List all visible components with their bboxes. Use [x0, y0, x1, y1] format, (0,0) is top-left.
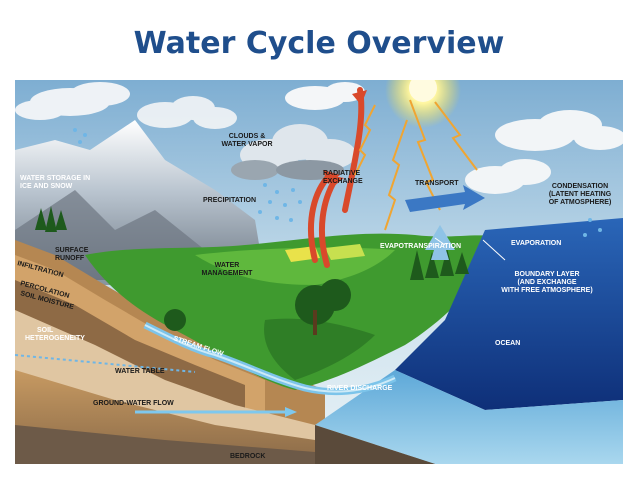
cloud-icon [465, 110, 623, 194]
solar-arrows [354, 99, 478, 231]
label-evapotranspiration: EVAPOTRANSPIRATION [380, 243, 461, 250]
water-table-line [15, 354, 196, 373]
transport-arrow [405, 185, 485, 212]
ground-water-arrow [135, 407, 297, 417]
cloud-icon [137, 96, 237, 129]
label-ocean: OCEAN [495, 340, 520, 347]
cloud-icon [15, 82, 130, 120]
label-ground-water-flow: GROUND-WATER FLOW [93, 400, 174, 407]
label-bedrock: BEDROCK [230, 453, 265, 460]
label-river-discharge: RIVER DISCHARGE [327, 385, 393, 392]
land [85, 233, 505, 390]
bedrock [15, 425, 475, 464]
field [325, 244, 365, 260]
label-evaporation: EVAPORATION [511, 240, 561, 247]
ocean-side [315, 370, 623, 464]
label-transport: TRANSPORT [415, 180, 459, 187]
label-clouds: CLOUDS &WATER VAPOR [221, 133, 272, 148]
precipitation-drops [73, 128, 602, 237]
ocean [395, 218, 623, 410]
label-precipitation: PRECIPITATION [203, 197, 256, 204]
evaporation-arrows [425, 225, 455, 260]
cloud-icon [285, 82, 365, 110]
page-title: Water Cycle Overview [133, 26, 505, 61]
label-water-table: WATER TABLE [115, 368, 165, 375]
sun-icon [385, 80, 461, 128]
trees [35, 206, 469, 331]
